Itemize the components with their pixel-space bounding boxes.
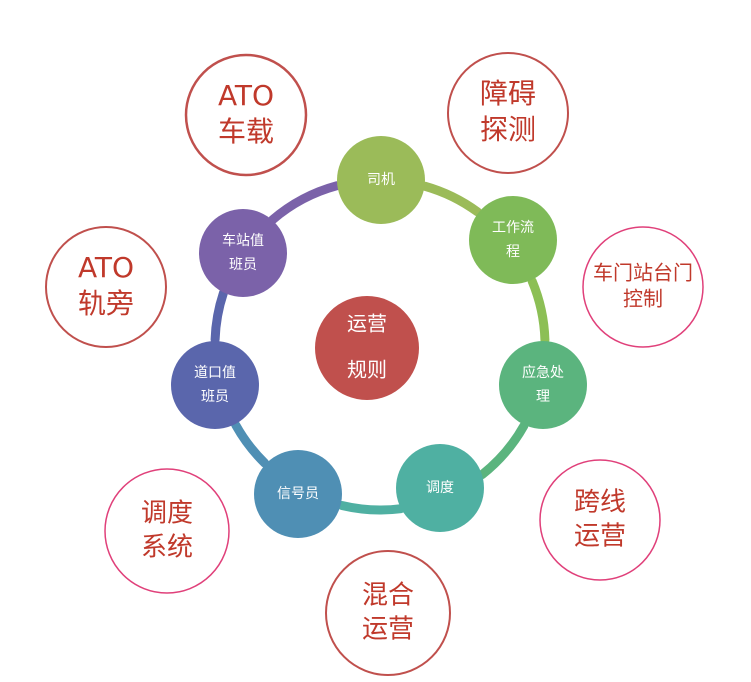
outer-topic-circle bbox=[45, 226, 167, 348]
role-node-label: 理 bbox=[536, 389, 550, 405]
role-node-dispatch: 调度 bbox=[396, 444, 484, 532]
outer-topic-circle bbox=[447, 52, 569, 174]
role-node-circle bbox=[199, 209, 287, 297]
outer-topic-label: ATO bbox=[218, 79, 274, 112]
ring-connector bbox=[268, 181, 342, 225]
role-node-circle bbox=[396, 444, 484, 532]
center-circle bbox=[315, 296, 419, 400]
role-node-label: 调度 bbox=[426, 480, 454, 496]
outer-topic-label: 探测 bbox=[480, 113, 536, 146]
ring-connector bbox=[420, 181, 483, 217]
outer-topic-label: 系统 bbox=[141, 532, 193, 562]
outer-topic-label: 轨旁 bbox=[78, 287, 134, 320]
role-node-circle bbox=[337, 136, 425, 224]
outer-topic-label: 车载 bbox=[218, 115, 274, 148]
ring-connector bbox=[231, 420, 270, 468]
outer-topic-circle bbox=[325, 550, 451, 676]
outer-topic-label: 跨线 bbox=[574, 488, 626, 518]
role-node-label: 道口值 bbox=[194, 365, 236, 381]
outer-topic-label: 控制 bbox=[623, 287, 663, 311]
outer-topic-label: ATO bbox=[78, 251, 134, 284]
center-label: 运营 bbox=[347, 312, 387, 336]
role-node-label: 司机 bbox=[367, 172, 395, 188]
role-node-label: 车站值 bbox=[222, 232, 264, 249]
role-node-label: 工作流 bbox=[492, 220, 534, 236]
role-node-label: 应急处 bbox=[522, 364, 564, 381]
role-node-circle bbox=[469, 196, 557, 284]
outer-topic-circle bbox=[104, 468, 230, 594]
role-node-signalman: 信号员 bbox=[254, 450, 342, 538]
ring-connector bbox=[337, 501, 406, 515]
outer-topic-circle bbox=[184, 53, 308, 177]
outer-topic-label: 运营 bbox=[362, 614, 414, 644]
outer-topic-circle bbox=[539, 459, 661, 581]
outer-topic-circle bbox=[582, 226, 704, 348]
role-node-driver: 司机 bbox=[337, 136, 425, 224]
role-node-label: 信号员 bbox=[277, 486, 319, 502]
role-node-circle bbox=[171, 341, 259, 429]
ring-connector bbox=[477, 421, 529, 480]
role-node-label: 程 bbox=[506, 244, 520, 260]
role-node-label: 班员 bbox=[201, 389, 229, 405]
role-node-circle bbox=[499, 341, 587, 429]
ring-connector bbox=[210, 288, 228, 345]
outer-topic-label: 车门站台门 bbox=[593, 261, 693, 285]
outer-topic-label: 调度 bbox=[141, 499, 193, 529]
connector-ring bbox=[210, 181, 550, 515]
ring-connector bbox=[527, 276, 550, 345]
center-label: 规则 bbox=[347, 358, 387, 382]
outer-topic-label: 混合 bbox=[362, 581, 414, 611]
outer-topic-label: 运营 bbox=[574, 521, 626, 551]
outer-topic-label: 障碍 bbox=[480, 77, 536, 110]
role-node-circle bbox=[254, 450, 342, 538]
role-node-label: 班员 bbox=[229, 257, 257, 273]
